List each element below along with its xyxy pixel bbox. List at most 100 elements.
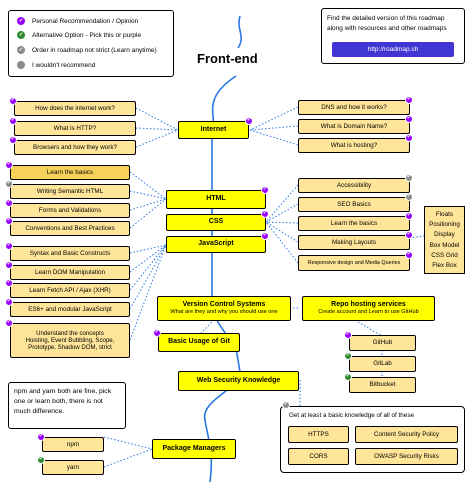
dom-manipulation-node[interactable]: Learn DOM Manipulation (10, 265, 130, 280)
npm-note-line-3: much difference. (14, 407, 65, 415)
grey-check-icon: ✓ (282, 401, 290, 409)
vcs-subtitle: What are they and why you should use one (170, 309, 278, 316)
html-node[interactable]: HTML (166, 190, 266, 209)
package-managers-node[interactable]: Package Managers (152, 439, 236, 459)
hosting-node[interactable]: What is hosting? (298, 138, 410, 153)
info-text: Find the detailed version of this roadma… (327, 14, 447, 34)
https-node[interactable]: HTTPS (288, 426, 349, 443)
purple-check-icon: ✓ (5, 319, 13, 327)
legend-label: Personal Recommendation / Opinion (32, 17, 139, 25)
grey-check-icon: ✓ (405, 174, 413, 182)
floats-item[interactable]: Floats (435, 210, 454, 218)
css-grid-item[interactable]: CSS Grid (431, 251, 458, 259)
vcs-title: Version Control Systems (182, 301, 266, 309)
seo-basics-node[interactable]: SEO Basics (298, 197, 410, 212)
forms-validations-node[interactable]: Forms and Validations (10, 203, 130, 218)
purple-check-icon: ✓ (245, 117, 253, 125)
purple-check-icon: ✓ (5, 199, 13, 207)
purple-check-icon: ✓ (153, 329, 161, 337)
purple-check-icon: ✓ (261, 210, 269, 218)
making-layouts-node[interactable]: Making Layouts (298, 235, 410, 250)
purple-check-icon: ✓ (405, 134, 413, 142)
npm-note-text: npm and yarn both are fine, pick one or … (14, 387, 111, 417)
npm-note-panel: npm and yarn both are fine, pick one or … (8, 382, 126, 429)
internet-node[interactable]: Internet (178, 121, 249, 139)
css-basics-node[interactable]: Learn the basics (298, 216, 410, 231)
purple-check-icon: ✓ (5, 161, 13, 169)
dns-node[interactable]: DNS and how it works? (298, 100, 410, 115)
roadmap-link-button[interactable]: http://roadmap.sh (332, 42, 454, 57)
purple-check-icon: ✓ (261, 186, 269, 194)
legend-row-alternative: ✓ Alternative Option - Pick this or purp… (17, 31, 141, 39)
vcs-node[interactable]: Version Control Systems What are they an… (157, 296, 291, 321)
repo-title: Repo hosting services (331, 301, 406, 309)
purple-check-icon: ✓ (9, 97, 17, 105)
grey-dot-icon (17, 61, 25, 69)
github-node[interactable]: GitHub (349, 335, 416, 351)
responsive-design-node[interactable]: Responsive design and Media Queries (298, 255, 410, 271)
owasp-node[interactable]: OWASP Security Risks (355, 448, 458, 465)
web-security-node[interactable]: Web Security Knowledge (178, 371, 299, 391)
purple-check-icon: ✓ (5, 298, 13, 306)
purple-check-icon: ✓ (261, 232, 269, 240)
git-usage-node[interactable]: Basic Usage of Git (158, 333, 240, 352)
csp-node[interactable]: Content Security Policy (355, 426, 458, 443)
security-panel: Get at least a basic knowledge of all of… (280, 406, 465, 473)
npm-node[interactable]: npm (42, 437, 104, 452)
display-item[interactable]: Display (434, 231, 455, 239)
legend-label: I wouldn't recommend (32, 61, 96, 69)
gitlab-node[interactable]: GitLab (349, 356, 416, 372)
yarn-node[interactable]: yarn (42, 460, 104, 475)
domain-name-node[interactable]: What is Domain Name? (298, 119, 410, 134)
js-concepts-line-2: Hoisting, Event Bubbling, Scope, (25, 337, 115, 344)
javascript-node[interactable]: JavaScript (166, 236, 266, 253)
legend-row-not-recommend: I wouldn't recommend (17, 61, 95, 69)
js-concepts-node[interactable]: Understand the concepts Hoisting, Event … (10, 323, 130, 358)
positioning-item[interactable]: Positioning (429, 220, 460, 228)
conventions-node[interactable]: Conventions and Best Practices (10, 221, 130, 236)
green-check-icon: ✓ (17, 31, 25, 39)
legend-label: Order in roadmap not strict (Learn anyti… (32, 46, 157, 54)
purple-check-icon: ✓ (405, 212, 413, 220)
js-concepts-line-3: Prototype, Shadow DOM, strict (28, 344, 112, 351)
js-concepts-line-1: Understand the concepts (36, 330, 104, 337)
layouts-stack: Floats Positioning Display Box Model CSS… (424, 206, 465, 274)
purple-check-icon: ✓ (405, 96, 413, 104)
grey-check-icon: ✓ (5, 180, 13, 188)
npm-note-line-2: one or learn both, there is not (14, 397, 103, 405)
green-check-icon: ✓ (344, 352, 352, 360)
purple-check-icon: ✓ (9, 117, 17, 125)
flex-box-item[interactable]: Flex Box (432, 262, 457, 270)
security-heading: Get at least a basic knowledge of all of… (289, 412, 414, 419)
css-node[interactable]: CSS (166, 214, 266, 231)
what-is-http-node[interactable]: What is HTTP? (14, 121, 136, 136)
purple-check-icon: ✓ (5, 261, 13, 269)
info-line-2: along with resources and other roadmaps (327, 24, 447, 32)
purple-check-icon: ✓ (5, 242, 13, 250)
box-model-item[interactable]: Box Model (429, 241, 460, 249)
info-panel: Find the detailed version of this roadma… (321, 8, 465, 64)
cors-node[interactable]: CORS (288, 448, 349, 465)
purple-check-icon: ✓ (17, 17, 25, 25)
accessibility-node[interactable]: Accessibility (298, 178, 410, 193)
js-syntax-node[interactable]: Syntax and Basic Constructs (10, 246, 130, 261)
how-internet-works-node[interactable]: How does the internet work? (14, 101, 136, 116)
legend-panel: ✓ Personal Recommendation / Opinion ✓ Al… (8, 10, 174, 77)
fetch-api-node[interactable]: Learn Fetch API / Ajax (XHR) (10, 283, 130, 298)
es6-node[interactable]: ES6+ and modular JavaScript (10, 302, 130, 317)
purple-check-icon: ✓ (9, 136, 17, 144)
grey-check-icon: ✓ (17, 46, 25, 54)
semantic-html-node[interactable]: Writing Semantic HTML (10, 184, 130, 199)
purple-check-icon: ✓ (405, 115, 413, 123)
browsers-node[interactable]: Browsers and how they work? (14, 140, 136, 155)
legend-row-order: ✓ Order in roadmap not strict (Learn any… (17, 46, 157, 54)
purple-check-icon: ✓ (5, 217, 13, 225)
html-basics-node[interactable]: Learn the basics (10, 165, 130, 180)
repo-hosting-node[interactable]: Repo hosting services Create account and… (302, 296, 435, 321)
purple-check-icon: ✓ (37, 433, 45, 441)
bitbucket-node[interactable]: Bitbucket (349, 377, 416, 393)
legend-row-personal: ✓ Personal Recommendation / Opinion (17, 17, 138, 25)
green-check-icon: ✓ (344, 373, 352, 381)
purple-check-icon: ✓ (344, 331, 352, 339)
